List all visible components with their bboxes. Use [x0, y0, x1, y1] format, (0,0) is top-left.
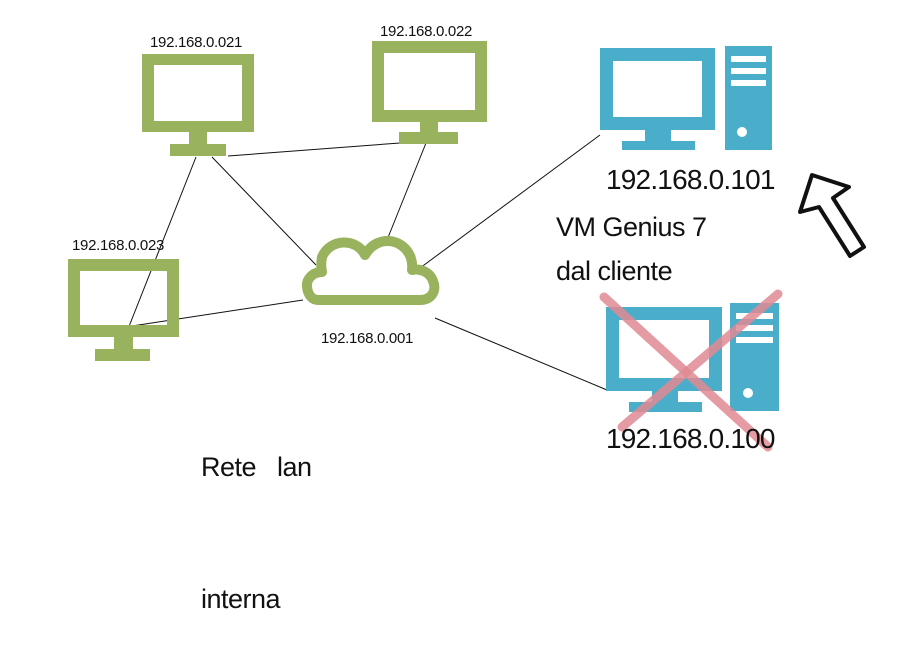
lan-description-line2: interna: [201, 584, 281, 614]
vm-description-line1: VM Genius 7: [556, 212, 707, 242]
pointer-arrow-icon: [798, 173, 866, 258]
cloud-icon: [301, 236, 440, 305]
link-router-server: [434, 317, 608, 391]
monitor-icon: [68, 259, 179, 361]
link-pc1-pc3: [127, 156, 197, 330]
lan-description-line1: Rete lan: [201, 452, 312, 482]
connections: [127, 134, 608, 391]
ip-label-vm: 192.168.0.101: [606, 164, 775, 195]
link-router-vm: [419, 134, 601, 269]
lan-description: Rete lan interna: [201, 357, 312, 665]
link-pc1-router: [211, 156, 317, 266]
ip-label-pc2: 192.168.0.022: [380, 23, 473, 40]
ip-label-pc1: 192.168.0.021: [150, 34, 243, 51]
monitor-icon: [142, 54, 254, 156]
link-pc1-pc2: [227, 142, 401, 157]
link-pc3-router: [131, 299, 304, 327]
vm-description: VM Genius 7 dal cliente: [556, 205, 707, 293]
link-pc2-router: [384, 142, 427, 246]
ip-label-pc3: 192.168.0.023: [72, 237, 165, 254]
network-diagram: [68, 41, 866, 452]
desktop-computer-icon: [600, 46, 772, 150]
ip-label-old-server: 192.168.0.100: [606, 423, 775, 454]
monitor-icon: [372, 41, 487, 144]
ip-label-router: 192.168.0.001: [321, 330, 414, 347]
vm-description-line2: dal cliente: [556, 256, 673, 286]
cross-out-mark: [599, 289, 783, 452]
